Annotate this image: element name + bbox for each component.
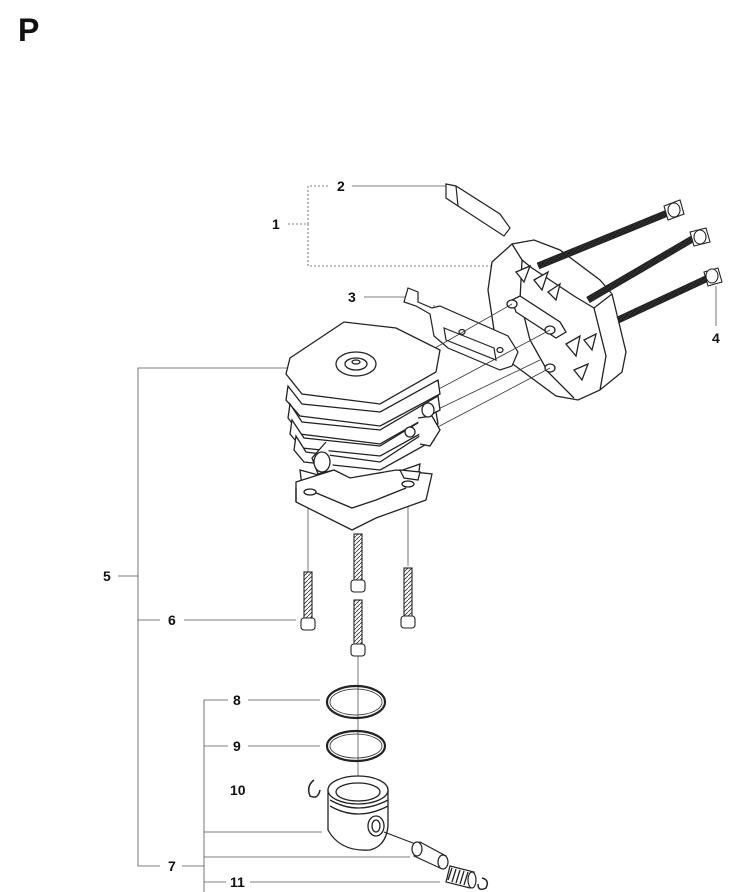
piston-pin-set (383, 831, 489, 891)
callout-6: 6 (168, 612, 176, 628)
callout-3: 3 (348, 289, 356, 305)
muffler-bolts (536, 199, 723, 324)
callout-2: 2 (337, 178, 345, 194)
exhaust-gasket (403, 287, 519, 371)
piston (307, 775, 389, 851)
callout-10: 10 (230, 782, 246, 798)
callout-11: 11 (230, 874, 245, 890)
callout-1: 1 (272, 216, 280, 232)
callout-5: 5 (103, 568, 111, 584)
cylinder (285, 321, 441, 531)
callout-7: 7 (168, 858, 176, 874)
heat-shield-plate (445, 183, 511, 237)
callout-9: 9 (233, 738, 241, 754)
callout-4: 4 (712, 330, 720, 346)
callout-8: 8 (233, 692, 241, 708)
piston-rings (325, 684, 387, 763)
cylinder-screws (300, 533, 416, 657)
section-letter: P (18, 12, 40, 48)
muffler (487, 239, 627, 401)
